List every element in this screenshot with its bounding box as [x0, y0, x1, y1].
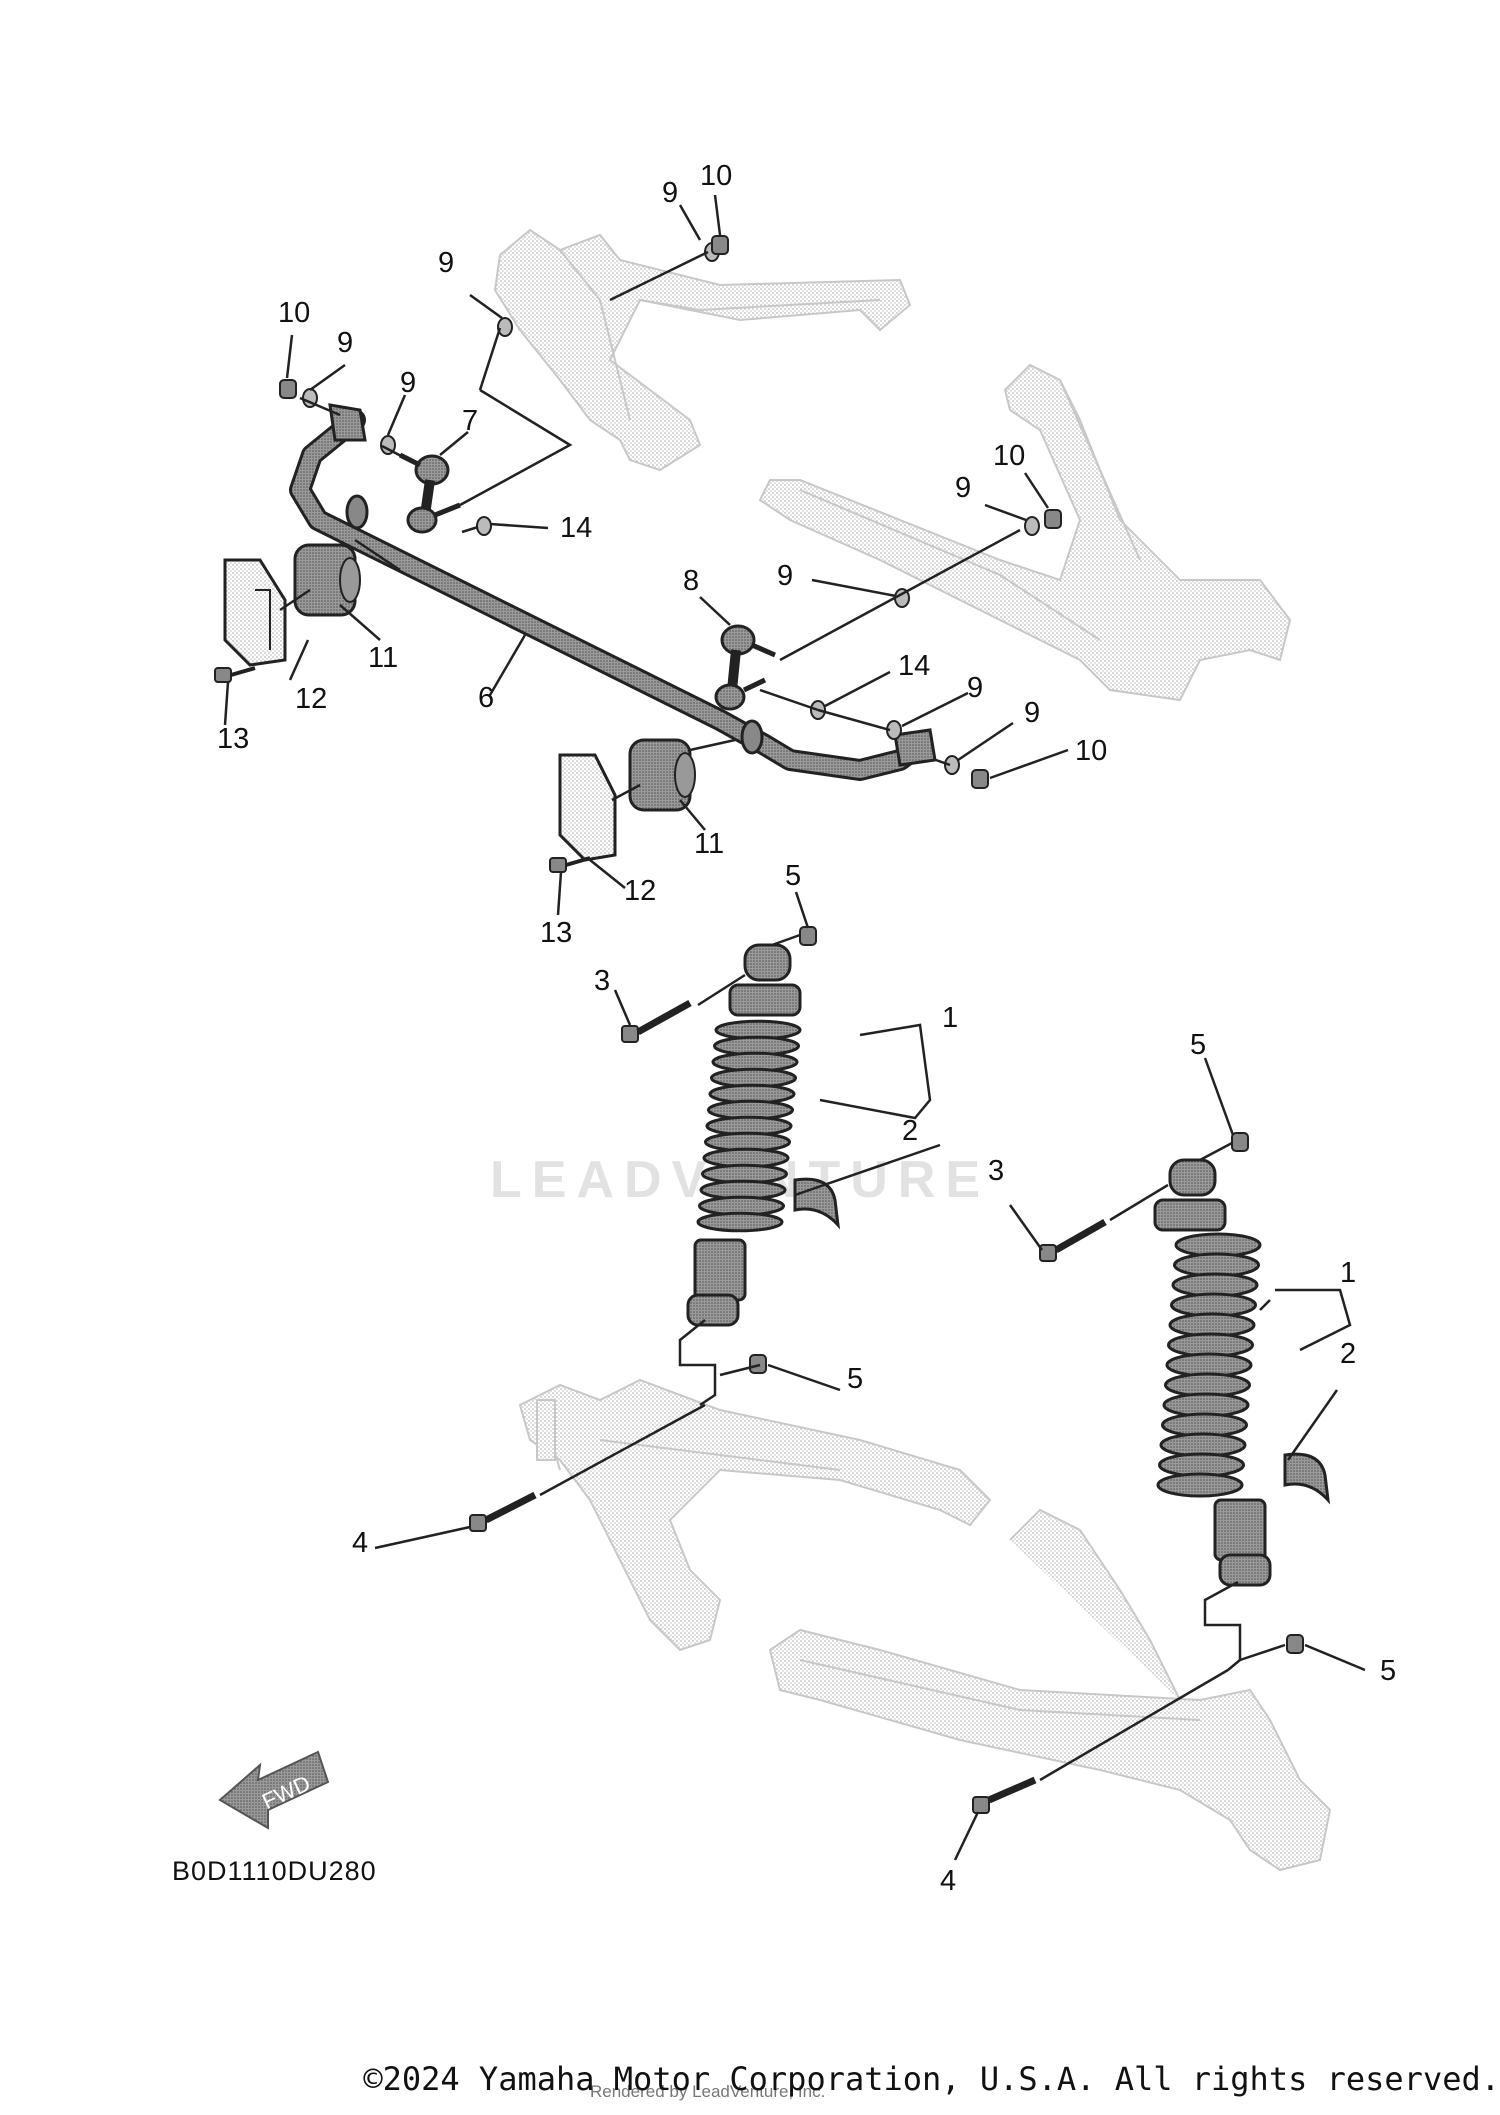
stabilizer-link-7 — [398, 452, 461, 534]
bushing-left — [293, 543, 361, 617]
bracket-right — [558, 753, 617, 862]
rendered-by-text: Rendered by LeadVenture, Inc. — [590, 2082, 826, 2101]
callout-10: 10 — [700, 160, 732, 192]
callout-6: 6 — [478, 682, 494, 714]
drawing-code: B0D1110DU280 — [172, 1856, 377, 1886]
coil-spring-turn — [1156, 1472, 1244, 1498]
callout-1: 1 — [942, 1002, 958, 1034]
bushing-right — [628, 738, 696, 812]
callout-9: 9 — [1024, 697, 1040, 729]
callout-10: 10 — [278, 297, 310, 329]
shock-absorber-left — [686, 943, 841, 1327]
callout-2: 2 — [902, 1115, 918, 1147]
callout-5: 5 — [1190, 1029, 1206, 1061]
callout-9: 9 — [662, 177, 678, 209]
shock-absorber-right — [1153, 1158, 1331, 1587]
stabilizer-link-8 — [714, 624, 776, 711]
coil-spring-turn — [696, 1211, 784, 1233]
callout-3: 3 — [594, 965, 610, 997]
callout-4: 4 — [940, 1865, 956, 1897]
callout-9: 9 — [438, 247, 454, 279]
callout-4: 4 — [352, 1527, 368, 1559]
callout-12: 12 — [624, 875, 656, 907]
callout-9: 9 — [955, 472, 971, 504]
callout-9: 9 — [777, 560, 793, 592]
callout-5: 5 — [847, 1363, 863, 1395]
upper-arm-right-ghost — [758, 363, 1292, 702]
lower-arm-right-ghost — [768, 1508, 1332, 1872]
callout-2: 2 — [1340, 1338, 1356, 1370]
callout-11: 11 — [368, 642, 398, 674]
callout-9: 9 — [400, 367, 416, 399]
bolts-13 — [214, 666, 591, 873]
callout-5: 5 — [785, 860, 801, 892]
leader-lines — [223, 194, 1366, 1861]
callout-13: 13 — [217, 723, 249, 755]
callout-1: 1 — [1340, 1257, 1356, 1289]
copyright-text: ©2024 Yamaha Motor Corporation, U.S.A. A… — [363, 2060, 1500, 2098]
bracket-left — [223, 558, 287, 667]
callout-14: 14 — [560, 512, 592, 544]
callout-13: 13 — [540, 917, 572, 949]
callout-labels: 9 10 10 9 9 9 7 14 10 9 9 8 14 9 9 10 11… — [217, 160, 1396, 1897]
upper-arm-left-ghost — [493, 228, 912, 472]
callout-7: 7 — [462, 405, 478, 437]
alignment-lines — [279, 250, 1286, 1782]
callout-9: 9 — [337, 327, 353, 359]
callout-3: 3 — [988, 1155, 1004, 1187]
callout-9: 9 — [967, 672, 983, 704]
stabilizer-bar — [289, 403, 937, 781]
callout-12: 12 — [295, 683, 327, 715]
callout-10: 10 — [1075, 735, 1107, 767]
bolts-3-4-nuts-5 — [469, 926, 1304, 1814]
lower-arm-left-ghost — [518, 1378, 992, 1652]
fwd-arrow-icon: FWD — [218, 1750, 330, 1830]
callout-14: 14 — [898, 650, 930, 682]
callout-8: 8 — [683, 565, 699, 597]
callout-5: 5 — [1380, 1655, 1396, 1687]
callout-10: 10 — [993, 440, 1025, 472]
callout-11: 11 — [694, 828, 724, 860]
